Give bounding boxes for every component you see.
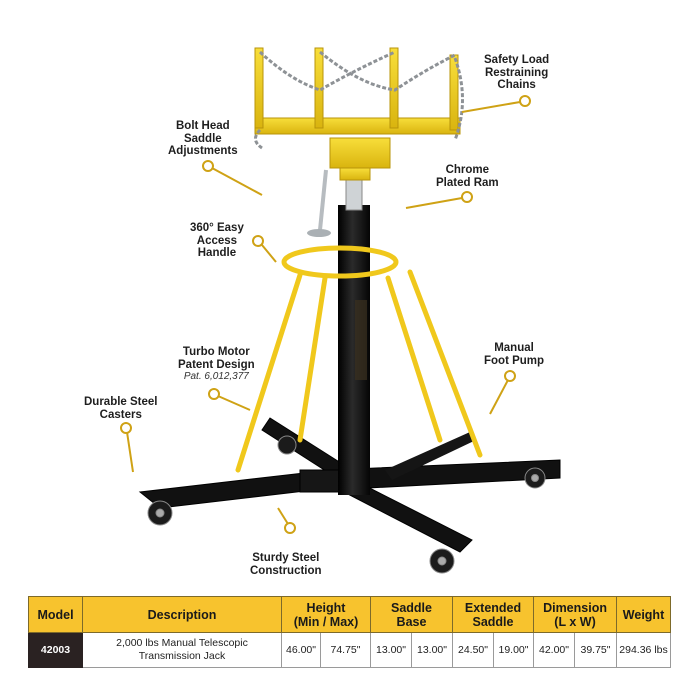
spec-table-header: Model Description Height (Min / Max) Sad… bbox=[28, 596, 672, 633]
cell-extended-saddle-2: 19.00" bbox=[492, 632, 535, 668]
callout-leaders bbox=[120, 95, 531, 534]
cell-model: 42003 bbox=[28, 632, 83, 668]
description-line: 2,000 lbs Manual Telescopic bbox=[116, 637, 248, 649]
restraining-chains bbox=[254, 50, 464, 150]
transmission-jack-drawing bbox=[120, 47, 561, 574]
header-model: Model bbox=[28, 596, 83, 633]
header-line: Extended bbox=[464, 600, 522, 615]
header-line: (L x W) bbox=[554, 614, 596, 629]
cell-saddle-base-1: 13.00" bbox=[370, 632, 412, 668]
callout-line: 360° Easy bbox=[190, 222, 244, 234]
cell-dimension-w: 39.75" bbox=[574, 632, 618, 668]
callout-line: Safety Load bbox=[484, 54, 550, 66]
yellow-braces bbox=[235, 269, 483, 473]
patent-number: Pat. 6,012,377 bbox=[183, 371, 249, 382]
callout-line: Construction bbox=[250, 564, 322, 577]
callout-line: Sturdy Steel bbox=[252, 552, 320, 564]
callout-casters: Durable Steel Casters bbox=[84, 396, 158, 421]
cell-extended-saddle-1: 24.50" bbox=[452, 632, 494, 668]
access-handle-ring bbox=[281, 245, 399, 279]
spec-table: Model Description Height (Min / Max) Sad… bbox=[28, 596, 672, 668]
callout-access-handle: 360° Easy Access Handle bbox=[190, 222, 244, 260]
callout-line: Saddle bbox=[183, 132, 222, 145]
header-line: (Min / Max) bbox=[293, 614, 359, 629]
callout-turbo-motor: Turbo Motor Patent Design Pat. 6,012,377 bbox=[178, 346, 255, 384]
description-line: Transmission Jack bbox=[138, 650, 226, 662]
callout-chrome-ram: Chrome Plated Ram bbox=[436, 164, 499, 189]
callout-line: Durable Steel bbox=[84, 396, 158, 408]
header-dimension: Dimension (L x W) bbox=[533, 596, 618, 633]
table-row: 42003 2,000 lbs Manual Telescopic Transm… bbox=[28, 632, 672, 668]
cell-weight: 294.36 lbs bbox=[616, 632, 672, 668]
callout-foot-pump: Manual Foot Pump bbox=[484, 342, 544, 367]
callout-line: Manual bbox=[494, 342, 534, 354]
header-saddle-base: Saddle Base bbox=[370, 596, 453, 633]
cell-saddle-base-2: 13.00" bbox=[411, 632, 453, 668]
callout-line: Foot Pump bbox=[484, 354, 545, 367]
cell-dimension-l: 42.00" bbox=[533, 632, 576, 668]
header-weight: Weight bbox=[616, 596, 672, 633]
callout-line: Casters bbox=[99, 408, 142, 421]
callout-line: Bolt Head bbox=[175, 120, 230, 132]
callout-line: Chrome bbox=[445, 164, 490, 176]
header-line: Dimension bbox=[543, 600, 607, 615]
cell-height-max: 74.75" bbox=[320, 632, 371, 668]
callout-bolt-head: Bolt Head Saddle Adjustments bbox=[168, 120, 238, 158]
callout-line: Turbo Motor bbox=[182, 346, 250, 358]
header-line: Saddle bbox=[391, 600, 432, 615]
saddle bbox=[254, 47, 461, 181]
callout-construction: Sturdy Steel Construction bbox=[250, 552, 322, 577]
callout-line: Plated Ram bbox=[436, 176, 499, 189]
callout-line: Access bbox=[196, 234, 238, 247]
header-line: Base bbox=[396, 614, 427, 629]
header-height: Height (Min / Max) bbox=[281, 596, 371, 633]
header-description: Description bbox=[82, 596, 282, 633]
cell-height-min: 46.00" bbox=[281, 632, 321, 668]
callout-line: Adjustments bbox=[168, 145, 238, 157]
callout-line: Handle bbox=[197, 247, 237, 259]
product-illustration: Safety Load Restraining Chains Bolt Head… bbox=[84, 47, 561, 577]
callout-line: Chains bbox=[497, 79, 536, 91]
foot-pump-lever bbox=[385, 432, 476, 480]
header-extended-saddle: Extended Saddle bbox=[451, 596, 535, 633]
callout-line: Patent Design bbox=[178, 358, 255, 371]
callout-safety-chains: Safety Load Restraining Chains bbox=[484, 54, 549, 92]
steel-base bbox=[138, 417, 561, 553]
header-line: Height bbox=[306, 600, 346, 615]
cell-description: 2,000 lbs Manual Telescopic Transmission… bbox=[82, 632, 282, 668]
caster-wheels bbox=[147, 435, 546, 574]
callout-line: Restraining bbox=[484, 66, 549, 79]
header-line: Saddle bbox=[472, 614, 514, 629]
